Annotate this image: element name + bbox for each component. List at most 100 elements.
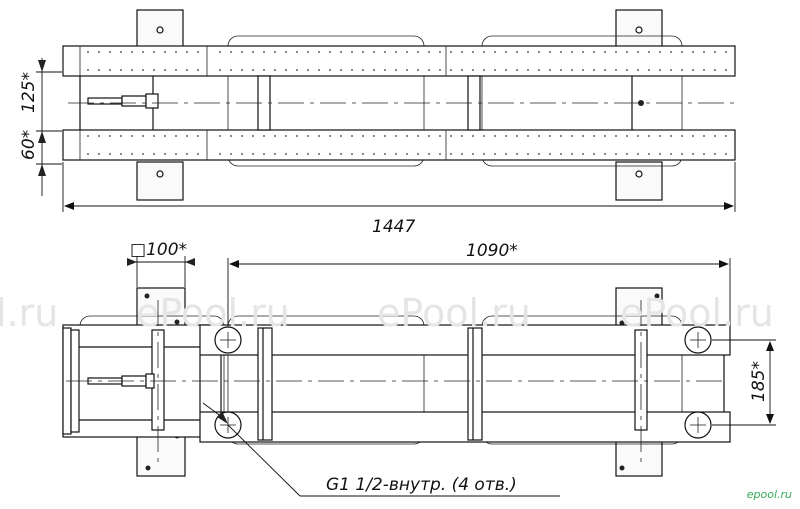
mount-plate-bottom-left xyxy=(136,161,184,201)
bolt-icon xyxy=(635,170,643,178)
rail-hole xyxy=(395,51,397,53)
rail-hole xyxy=(428,153,430,155)
rail-hole xyxy=(604,135,606,137)
rail-hole xyxy=(450,153,452,155)
rail-hole xyxy=(648,69,650,71)
rail-hole xyxy=(230,69,232,71)
rail-hole xyxy=(703,51,705,53)
thread-note: G1 1/2-внутр. (4 отв.) xyxy=(326,475,517,495)
rail-hole xyxy=(604,51,606,53)
rail-hole xyxy=(615,69,617,71)
rail-hole xyxy=(307,51,309,53)
bolt-icon xyxy=(156,170,164,178)
bolt-icon xyxy=(635,26,643,34)
bottom-view: □100* 1090* 185* G1 1/2-внутр. (4 отв.) xyxy=(62,240,776,497)
rail-hole xyxy=(450,69,452,71)
rail-hole xyxy=(505,51,507,53)
rail-hole xyxy=(582,51,584,53)
rail-hole xyxy=(120,153,122,155)
rail-hole xyxy=(263,69,265,71)
rail-hole xyxy=(329,153,331,155)
rail-hole xyxy=(362,69,364,71)
rail-hole xyxy=(472,51,474,53)
rail-hole xyxy=(285,153,287,155)
rail-hole xyxy=(351,135,353,137)
rail-hole xyxy=(439,135,441,137)
rail-hole xyxy=(153,69,155,71)
rail-hole xyxy=(120,135,122,137)
rail-hole xyxy=(714,153,716,155)
rail-hole xyxy=(131,153,133,155)
cross-member xyxy=(467,327,483,441)
rail-hole xyxy=(384,69,386,71)
rail-hole xyxy=(494,153,496,155)
rail-hole xyxy=(527,51,529,53)
rail-hole xyxy=(703,153,705,155)
rail-hole xyxy=(637,135,639,137)
top-rail-lower xyxy=(62,129,736,161)
rail-hole xyxy=(637,153,639,155)
rail-hole xyxy=(241,153,243,155)
rail-hole xyxy=(263,135,265,137)
rail-hole xyxy=(714,69,716,71)
rail-hole xyxy=(582,153,584,155)
rail-hole xyxy=(406,51,408,53)
rail-hole xyxy=(120,69,122,71)
rail-hole xyxy=(560,69,562,71)
rail-hole xyxy=(296,135,298,137)
rail-hole xyxy=(241,135,243,137)
rail-hole xyxy=(571,51,573,53)
rail-hole xyxy=(351,51,353,53)
rail-hole xyxy=(725,153,727,155)
rail-hole xyxy=(263,51,265,53)
rail-hole xyxy=(692,135,694,137)
rail-hole xyxy=(549,135,551,137)
rail-hole xyxy=(472,153,474,155)
rail-hole xyxy=(153,153,155,155)
rail-hole xyxy=(252,69,254,71)
top-rail-upper xyxy=(62,45,736,77)
rail-hole xyxy=(274,51,276,53)
mount-plate-bottom-right xyxy=(615,161,663,201)
rail-hole xyxy=(516,135,518,137)
rail-hole xyxy=(307,153,309,155)
rail-hole xyxy=(395,153,397,155)
rail-hole xyxy=(175,69,177,71)
rail-hole xyxy=(659,135,661,137)
rail-hole xyxy=(483,69,485,71)
rail-hole xyxy=(230,153,232,155)
site-logo: epool.ru xyxy=(746,488,792,501)
rail-hole xyxy=(186,135,188,137)
rail-hole xyxy=(274,135,276,137)
rail-hole xyxy=(571,135,573,137)
rail-hole xyxy=(527,153,529,155)
rail-hole xyxy=(626,69,628,71)
rail-hole xyxy=(274,153,276,155)
rail-hole xyxy=(461,69,463,71)
rail-hole xyxy=(439,51,441,53)
rail-hole xyxy=(670,69,672,71)
rail-hole xyxy=(527,69,529,71)
rail-hole xyxy=(670,153,672,155)
rail-hole xyxy=(87,135,89,137)
rail-hole xyxy=(725,135,727,137)
watermark-text: ePool.ru xyxy=(136,291,290,335)
rail-hole xyxy=(406,135,408,137)
rail-hole xyxy=(615,135,617,137)
actuator-body xyxy=(121,95,147,107)
rail-hole xyxy=(362,135,364,137)
rail-hole xyxy=(142,69,144,71)
rail-hole xyxy=(582,69,584,71)
rail-hole xyxy=(725,51,727,53)
rail-hole xyxy=(461,135,463,137)
rail-hole xyxy=(219,135,221,137)
rail-hole xyxy=(296,51,298,53)
rail-hole xyxy=(340,135,342,137)
rail-hole xyxy=(472,69,474,71)
rail-hole xyxy=(384,135,386,137)
rail-hole xyxy=(230,51,232,53)
rail-hole xyxy=(626,51,628,53)
rail-hole xyxy=(703,135,705,137)
rail-hole xyxy=(252,153,254,155)
rail-hole xyxy=(472,135,474,137)
